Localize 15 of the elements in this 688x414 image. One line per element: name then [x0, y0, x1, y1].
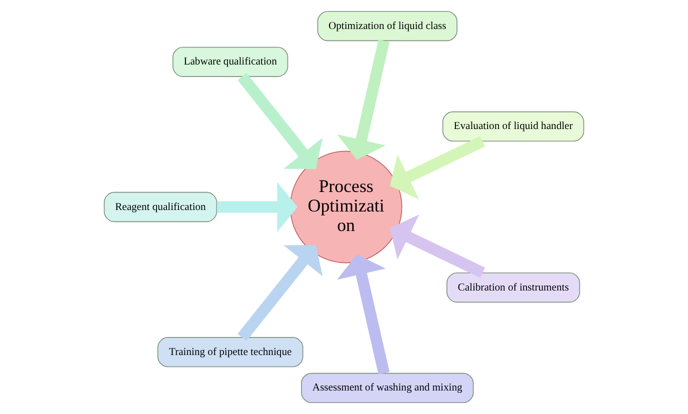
node-box: Optimization of liquid class — [317, 10, 458, 42]
node-box: Assessment of washing and mixing — [301, 372, 474, 404]
node-box: Calibration of instruments — [446, 272, 580, 303]
node-box: Training of pipette technique — [157, 337, 304, 368]
node-box: Labware qualification — [172, 46, 288, 77]
arrow — [337, 254, 390, 374]
arrow — [238, 244, 323, 341]
arrow — [390, 214, 486, 278]
node-box: Evaluation of liquid handler — [442, 111, 584, 142]
arrow — [390, 136, 486, 200]
node-box: Reagent qualification — [104, 192, 218, 222]
arrow — [216, 182, 298, 232]
node-circle: Process Optimizati on — [290, 150, 402, 264]
arrow — [337, 40, 390, 160]
arrow — [238, 73, 323, 170]
